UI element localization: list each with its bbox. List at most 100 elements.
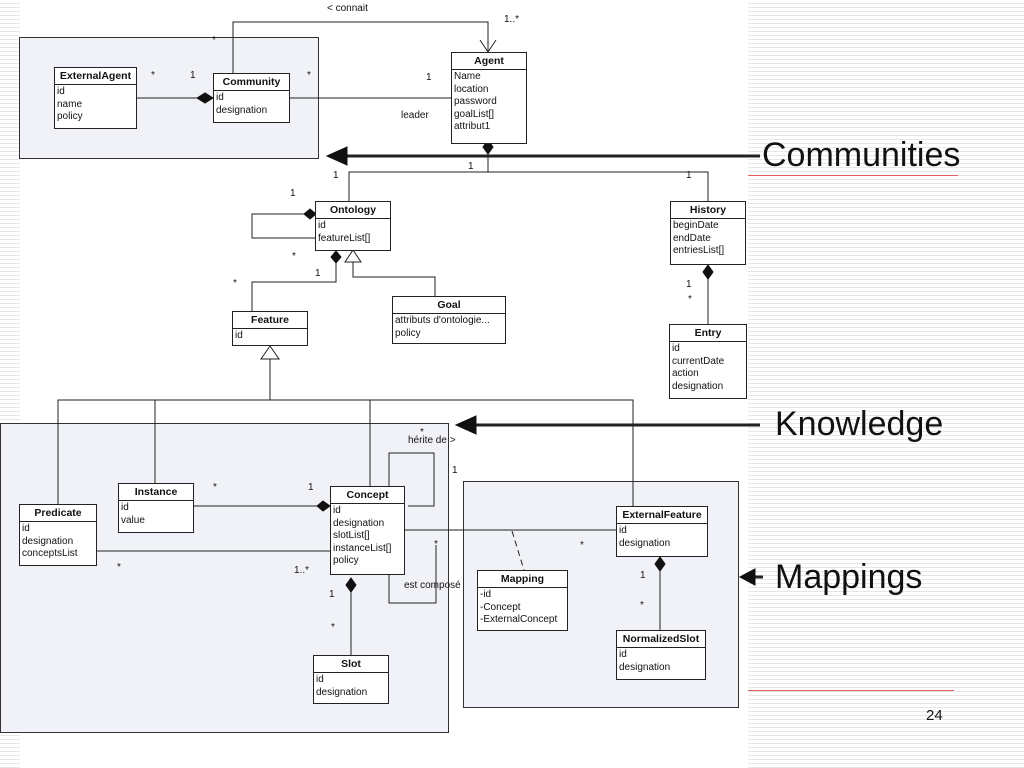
class-title: Agent	[452, 53, 526, 70]
class-title: ExternalAgent	[55, 68, 136, 85]
background-stripes-right	[748, 0, 1024, 768]
class-attribute: id	[619, 649, 627, 660]
class-attribute: id	[316, 674, 324, 685]
class-attribute: action	[672, 368, 699, 379]
class-attribute: slotList[]	[333, 530, 370, 541]
class-ontology: Ontology id featureList[]	[315, 201, 391, 251]
class-title: ExternalFeature	[617, 507, 707, 524]
class-attribute: policy	[333, 555, 359, 566]
class-attribute: attributs d'ontologie...	[395, 315, 490, 326]
class-attribute: designation	[22, 535, 74, 547]
relation-label-connait: < connait	[327, 3, 368, 14]
class-title: Goal	[393, 297, 505, 314]
multiplicity: 1	[308, 482, 314, 493]
class-attribute: id	[216, 92, 224, 103]
multiplicity: *	[434, 539, 438, 550]
multiplicity: *	[213, 482, 217, 493]
class-attribute: instanceList[]	[333, 542, 392, 554]
class-predicate: Predicate id designation conceptsList	[19, 504, 97, 566]
class-attribute: policy	[395, 327, 421, 339]
multiplicity: 1	[468, 161, 474, 172]
class-title: Predicate	[20, 505, 96, 522]
communities-underline	[748, 175, 958, 176]
slide-number: 24	[926, 707, 943, 724]
multiplicity: 1..*	[504, 14, 520, 25]
class-title: Instance	[119, 484, 193, 501]
class-attribute: id	[121, 502, 129, 513]
relation-label-herite-de: hérite de >	[408, 435, 456, 446]
class-attribute: -ExternalConcept	[480, 614, 558, 625]
multiplicity: 1	[329, 589, 335, 600]
class-attribute: location	[454, 83, 489, 95]
class-goal: Goal attributs d'ontologie... policy	[392, 296, 506, 344]
multiplicity: 1	[686, 279, 692, 290]
class-attribute: value	[121, 514, 145, 526]
class-attribute: designation	[672, 380, 724, 392]
multiplicity: 1	[426, 72, 432, 83]
multiplicity: *	[688, 294, 692, 305]
class-attribute: endDate	[673, 232, 711, 244]
class-attribute: id	[318, 220, 326, 231]
class-attribute: id	[619, 525, 627, 536]
class-attribute: -Concept	[480, 601, 521, 613]
class-title: Community	[214, 74, 289, 91]
class-attribute: Name	[454, 71, 481, 82]
multiplicity: 1..*	[294, 565, 310, 576]
relation-label-leader: leader	[401, 110, 429, 121]
class-attribute: designation	[619, 661, 671, 673]
multiplicity: *	[233, 278, 237, 289]
multiplicity: *	[117, 562, 121, 573]
class-attribute: attribut1	[454, 121, 491, 132]
class-title: History	[671, 202, 745, 219]
class-attribute: id	[672, 343, 680, 354]
relation-label-est-compose: est composé	[404, 580, 461, 591]
class-mapping: Mapping -id -Concept -ExternalConcept	[477, 570, 568, 631]
multiplicity: *	[212, 35, 216, 46]
multiplicity: 1	[640, 570, 646, 581]
class-concept: Concept id designation slotList[] instan…	[330, 486, 405, 575]
class-attribute: featureList[]	[318, 232, 371, 244]
class-title: Concept	[331, 487, 404, 504]
annotation-communities: Communities	[762, 136, 961, 174]
class-normalizedslot: NormalizedSlot id designation	[616, 630, 706, 680]
class-attribute: id	[57, 86, 65, 97]
class-attribute: id	[22, 523, 30, 534]
class-feature: Feature id	[232, 311, 308, 346]
class-attribute: entriesList[]	[673, 245, 725, 256]
class-community: Community id designation	[213, 73, 290, 123]
class-attribute: designation	[619, 537, 671, 549]
class-attribute: designation	[316, 686, 368, 698]
class-externalagent: ExternalAgent id name policy	[54, 67, 137, 129]
class-history: History beginDate endDate entriesList[]	[670, 201, 746, 265]
annotation-knowledge: Knowledge	[775, 405, 944, 443]
class-title: NormalizedSlot	[617, 631, 705, 648]
multiplicity: 1	[686, 170, 692, 181]
class-attribute: policy	[57, 111, 83, 122]
class-title: Mapping	[478, 571, 567, 588]
class-attribute: currentDate	[672, 355, 725, 367]
multiplicity: *	[151, 70, 155, 81]
multiplicity: 1	[315, 268, 321, 279]
class-title: Entry	[670, 325, 746, 342]
class-attribute: designation	[333, 517, 385, 529]
multiplicity: 1	[290, 188, 296, 199]
multiplicity: 1	[333, 170, 339, 181]
class-attribute: name	[57, 98, 83, 110]
class-attribute: -id	[480, 589, 492, 600]
class-title: Feature	[233, 312, 307, 329]
class-slot: Slot id designation	[313, 655, 389, 704]
multiplicity: *	[331, 622, 335, 633]
class-title: Slot	[314, 656, 388, 673]
multiplicity: 1	[190, 70, 196, 81]
class-attribute: conceptsList	[22, 548, 78, 559]
class-entry: Entry id currentDate action designation	[669, 324, 747, 399]
class-attribute: id	[333, 505, 341, 516]
multiplicity: *	[292, 251, 296, 262]
class-externalfeature: ExternalFeature id designation	[616, 506, 708, 557]
class-agent: Agent Name location password goalList[] …	[451, 52, 527, 144]
multiplicity: *	[307, 70, 311, 81]
multiplicity: *	[420, 427, 424, 438]
multiplicity: 1	[452, 465, 458, 476]
class-attribute: designation	[216, 104, 268, 116]
